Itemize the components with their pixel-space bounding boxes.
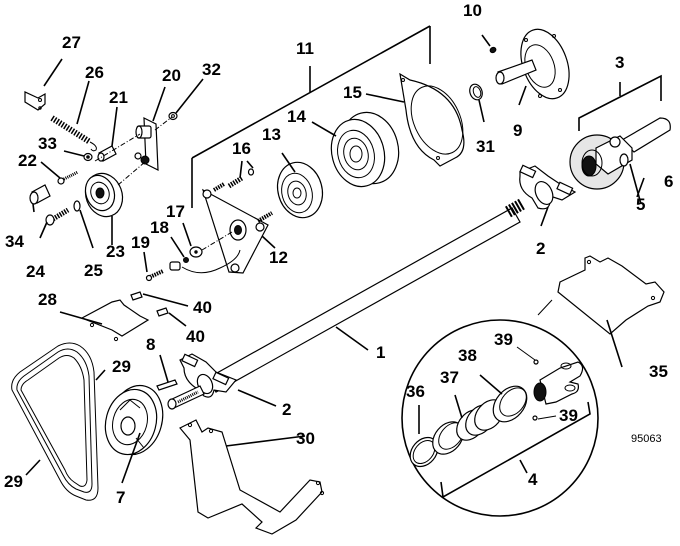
callout-38: 38	[458, 346, 477, 365]
callout-3: 3	[615, 53, 624, 72]
callout-27: 27	[62, 33, 81, 52]
callout-1: 1	[376, 343, 385, 362]
callout-2-left: 2	[282, 400, 291, 419]
leader-lines	[25, 34, 645, 484]
callout-30: 30	[296, 429, 315, 448]
callout-14: 14	[287, 107, 306, 126]
callout-37: 37	[440, 368, 459, 387]
part-16-stud	[227, 168, 255, 189]
callout-35: 35	[649, 362, 668, 381]
part-12-field-coil-plate	[169, 182, 273, 274]
part-20-idler-arm	[134, 117, 159, 171]
callout-40-top: 40	[193, 298, 212, 317]
callout-4: 4	[528, 470, 538, 489]
callout-39-top: 39	[494, 330, 513, 349]
callout-11: 11	[296, 39, 314, 58]
callout-2-right: 2	[536, 239, 545, 258]
part-9-flange-shaft	[495, 28, 570, 100]
callout-5: 5	[636, 195, 645, 214]
bracket-3	[578, 74, 662, 131]
callout-8: 8	[146, 335, 155, 354]
part-28-belt-guide	[80, 299, 150, 342]
part-23-idler-pulley	[84, 172, 124, 218]
figure-number: 95063	[631, 433, 662, 445]
callout-6: 6	[664, 172, 673, 191]
part-30-mounting-bracket	[179, 419, 325, 535]
part-35-shield	[557, 255, 665, 335]
part-38-collar	[492, 385, 528, 423]
part-40-clip-a	[130, 291, 143, 301]
part-39-ball-a	[533, 359, 539, 365]
callout-28: 28	[38, 290, 57, 309]
callout-32: 32	[202, 60, 221, 79]
part-18-nut	[183, 257, 189, 263]
part-7-double-pulley	[104, 384, 164, 456]
callout-31: 31	[476, 137, 495, 156]
callout-36: 36	[406, 382, 425, 401]
part-2-bearing-right	[519, 164, 577, 210]
callout-22: 22	[18, 151, 37, 170]
callout-9: 9	[513, 121, 522, 140]
callout-20: 20	[162, 66, 181, 85]
callout-7: 7	[116, 488, 125, 507]
part-22-bolt	[57, 170, 79, 185]
callout-29-top: 29	[112, 357, 131, 376]
part-37-spring	[432, 399, 504, 455]
callout-40-bottom: 40	[186, 327, 205, 346]
detail-circle-4	[401, 299, 599, 517]
callout-23: 23	[106, 242, 125, 261]
part-29-v-belt	[11, 342, 99, 501]
part-25-washer	[73, 200, 81, 212]
callout-labels: 27 26 21 20 32 33 22 34 24 25 23 11 16 1…	[4, 1, 673, 507]
part-19-screw	[145, 269, 164, 282]
part-15-brake-plate	[399, 72, 465, 167]
part-34-bushing	[29, 184, 51, 205]
part-10-screw	[489, 46, 497, 54]
part-39-slip-yoke	[533, 361, 584, 405]
callout-39-bottom: 39	[559, 406, 578, 425]
part-2-bearing-left	[167, 353, 237, 410]
part-26-spring	[50, 115, 97, 152]
part-24-shoulder-bolt	[45, 207, 70, 226]
part-27-spring-bracket	[24, 91, 46, 111]
callout-25: 25	[84, 261, 103, 280]
part-13-rotor	[276, 161, 324, 219]
part-3-universal-joint	[569, 117, 671, 190]
callout-13: 13	[262, 125, 281, 144]
callout-24: 24	[26, 262, 45, 281]
part-14-armature-pulley	[330, 111, 400, 188]
callout-19: 19	[131, 233, 150, 252]
callout-29-bottom: 29	[4, 472, 23, 491]
callout-10: 10	[463, 1, 482, 20]
part-32-nut	[168, 111, 178, 121]
callout-12: 12	[269, 248, 288, 267]
callout-17: 17	[166, 202, 185, 221]
callout-21: 21	[109, 88, 128, 107]
part-31-seal-ring	[469, 83, 483, 101]
callout-33: 33	[38, 134, 57, 153]
part-40-clip-b	[156, 307, 169, 317]
callout-26: 26	[85, 63, 104, 82]
callout-15: 15	[343, 83, 362, 102]
bracket-11	[191, 25, 431, 208]
callout-34: 34	[5, 232, 24, 251]
part-39-ball-b	[532, 415, 538, 421]
callout-16: 16	[232, 139, 251, 158]
part-8-key	[156, 379, 178, 391]
part-17-washer	[189, 246, 203, 258]
callout-18: 18	[150, 218, 169, 237]
part-33-washer	[83, 152, 93, 162]
